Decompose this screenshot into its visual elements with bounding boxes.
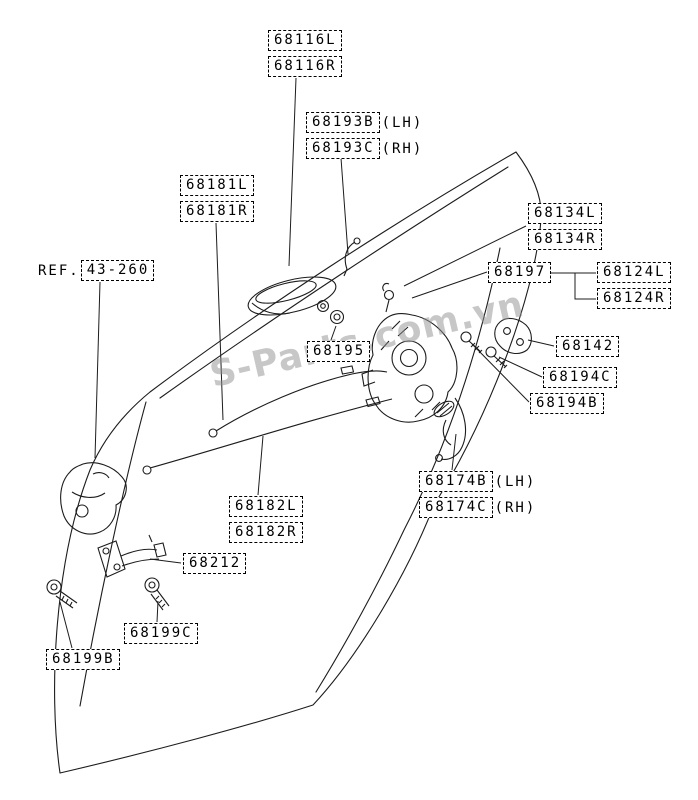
part-number-68182L[interactable]: 68182L xyxy=(229,496,303,517)
part-label-68116R: 68116R xyxy=(268,56,342,77)
leader-ref-43-260 xyxy=(94,281,101,459)
part-number-68193C[interactable]: 68193C xyxy=(306,138,380,159)
door-inner-contour-right xyxy=(315,247,501,693)
part-number-68181L[interactable]: 68181L xyxy=(180,175,254,196)
part-number-68181R[interactable]: 68181R xyxy=(180,201,254,222)
part-label-68124L: 68124L xyxy=(597,262,671,283)
part-label-68194C: 68194C xyxy=(543,367,617,388)
part-label-68142: 68142 xyxy=(556,336,620,357)
leader-68181 xyxy=(215,222,224,421)
part-number-68194C[interactable]: 68194C xyxy=(543,367,617,388)
window-frame-inner-line xyxy=(159,166,509,399)
part-number-68182R[interactable]: 68182R xyxy=(229,522,303,543)
leader-68182 xyxy=(257,435,264,496)
door-check-68212-drawing xyxy=(97,534,167,578)
outer-handle-drawing xyxy=(247,276,337,316)
part-label-68195: 68195 xyxy=(307,341,371,362)
part-number-68116L[interactable]: 68116L xyxy=(268,30,342,51)
leader-68195 xyxy=(330,325,337,341)
part-label-68174C: 68174C(RH) xyxy=(419,497,536,518)
part-label-68116L: 68116L xyxy=(268,30,342,51)
ref-number[interactable]: 43-260 xyxy=(80,260,155,281)
part-label-68174B: 68174B(LH) xyxy=(419,471,536,492)
bolt-68199B-drawing xyxy=(46,579,78,609)
ref-label-43-260: REF.43-260 xyxy=(38,260,155,281)
part-number-68199B[interactable]: 68199B xyxy=(46,649,120,670)
part-label-68193C: 68193C(RH) xyxy=(306,138,423,159)
part-label-68134R: 68134R xyxy=(528,229,602,250)
side-suffix-68174B: (LH) xyxy=(494,474,537,490)
part-number-68212[interactable]: 68212 xyxy=(183,553,247,574)
side-suffix-68193C: (RH) xyxy=(381,141,424,157)
part-number-68174C[interactable]: 68174C xyxy=(419,497,493,518)
leader-68124 xyxy=(549,272,596,300)
leader-68134 xyxy=(403,225,527,287)
latch-assembly-drawing xyxy=(361,313,458,423)
part-label-68193B: 68193B(LH) xyxy=(306,112,423,133)
part-number-68134L[interactable]: 68134L xyxy=(528,203,602,224)
part-label-68181L: 68181L xyxy=(180,175,254,196)
part-label-68182R: 68182R xyxy=(229,522,303,543)
part-number-68116R[interactable]: 68116R xyxy=(268,56,342,77)
side-suffix-68174C: (RH) xyxy=(494,500,537,516)
part-number-68124R[interactable]: 68124R xyxy=(597,288,671,309)
part-number-68124L[interactable]: 68124L xyxy=(597,262,671,283)
part-number-68134R[interactable]: 68134R xyxy=(528,229,602,250)
leader-68212 xyxy=(149,558,182,564)
part-label-68199C: 68199C xyxy=(124,623,198,644)
part-number-68194B[interactable]: 68194B xyxy=(530,393,604,414)
leader-68197 xyxy=(411,271,488,299)
leader-68142 xyxy=(527,339,555,347)
leader-68199B xyxy=(59,601,73,649)
part-label-68181R: 68181R xyxy=(180,201,254,222)
striker-68142-drawing xyxy=(494,317,532,355)
part-label-68212: 68212 xyxy=(183,553,247,574)
bolt-68199C-drawing xyxy=(144,577,170,611)
control-cables-drawing xyxy=(142,365,393,475)
part-label-68124R: 68124R xyxy=(597,288,671,309)
screws-68194-drawing xyxy=(460,331,508,369)
latch-rod-68174-drawing xyxy=(433,397,467,462)
part-number-68195[interactable]: 68195 xyxy=(307,341,371,362)
ref-prefix: REF. xyxy=(38,263,80,279)
leader-lines xyxy=(59,77,596,649)
part-label-68199B: 68199B xyxy=(46,649,120,670)
leader-68116 xyxy=(288,77,297,267)
leader-68194B xyxy=(471,343,530,403)
part-number-68197[interactable]: 68197 xyxy=(488,262,552,283)
door-outer-edge xyxy=(54,151,542,774)
door-outline xyxy=(54,151,542,774)
part-number-68193B[interactable]: 68193B xyxy=(306,112,380,133)
leader-68194C xyxy=(498,356,543,378)
leader-68193 xyxy=(340,157,349,255)
rod-and-clip-drawing xyxy=(329,237,395,325)
part-number-68199C[interactable]: 68199C xyxy=(124,623,198,644)
part-label-68182L: 68182L xyxy=(229,496,303,517)
part-label-68197: 68197 xyxy=(488,262,552,283)
part-number-68142[interactable]: 68142 xyxy=(556,336,620,357)
leader-68199C xyxy=(156,600,159,623)
part-label-68194B: 68194B xyxy=(530,393,604,414)
side-suffix-68193B: (LH) xyxy=(381,115,424,131)
inner-handle-ref-drawing xyxy=(60,462,127,535)
part-number-68174B[interactable]: 68174B xyxy=(419,471,493,492)
part-label-68134L: 68134L xyxy=(528,203,602,224)
leader-68174 xyxy=(451,433,457,471)
